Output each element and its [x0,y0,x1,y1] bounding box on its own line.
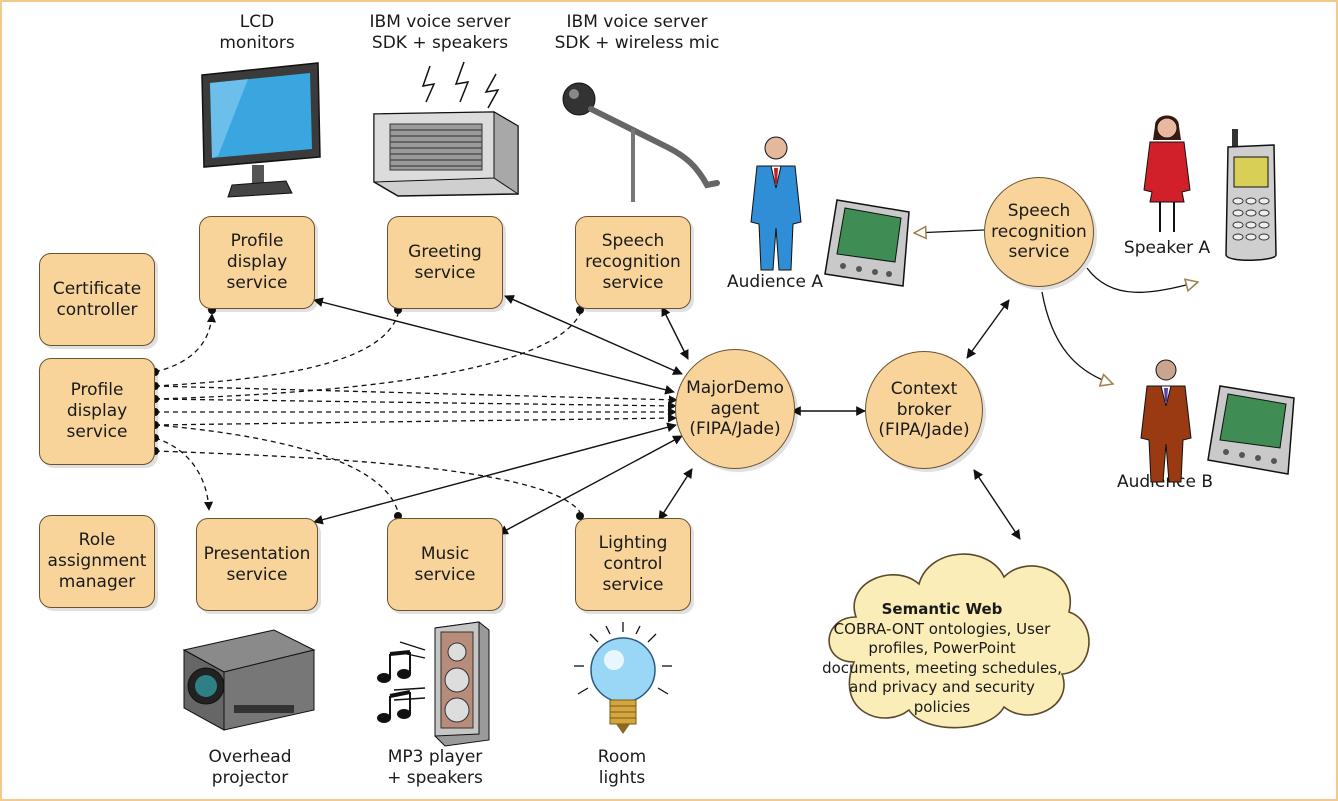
speaker-box-icon [373,61,519,197]
profile-display-service-top: Profile display service [199,216,315,309]
caption-mp3: MP3 player + speakers [387,747,483,789]
dash-to-greeting [154,313,399,387]
microphone-icon [562,82,720,202]
lcd-monitor-icon [201,62,321,198]
light-bulb-icon [574,622,672,734]
lighting-control-service: Lighting control service [575,518,691,611]
caption-speaker-a: Speaker A [1123,238,1211,258]
greeting-service: Greeting service [387,216,503,309]
link-speech-majordemo [661,306,689,360]
presentation-service: Presentation service [196,518,318,611]
dash-link-1 [154,385,678,405]
loudspeaker-icon [434,621,490,747]
context-broker: Context broker (FIPA/Jade) [865,351,983,469]
music-service: Music service [387,518,503,611]
caption-ibm-speakers: IBM voice server SDK + speakers [369,12,511,54]
caption-lcd-monitors: LCD monitors [219,12,295,54]
link-broker-speech [966,299,1010,359]
semantic-web-title: Semantic Web [881,600,1003,618]
projector-icon [182,629,316,731]
speech-recognition-service-right: Speech recognition service [984,177,1094,287]
dash-link-2 [154,398,677,411]
speech-to-audience-b [1041,291,1113,384]
majordemo-agent: MajorDemo agent (FIPA/Jade) [675,349,795,469]
dash-to-lighting [154,450,581,513]
dash-to-presentation [154,437,214,511]
semantic-web-label: Semantic Web COBRA-ONT ontologies, User … [822,600,1062,717]
pda-icon [824,199,910,287]
speech-recognition-service-left: Speech recognition service [575,216,691,309]
link-music-majordemo [498,435,683,535]
music-notes-icon [377,641,426,723]
certificate-controller: Certificate controller [39,253,155,346]
dash-to-profile-top [154,313,217,373]
caption-audience-a: Audience A [727,272,823,292]
person-icon [1140,359,1192,483]
cloud-icon [828,553,1090,729]
cell-phone-icon [1225,129,1277,261]
dash-to-music [154,424,399,513]
speech-to-speaker-a [1086,267,1198,293]
caption-ibm-mic: IBM voice server SDK + wireless mic [554,12,720,54]
person-icon [1143,115,1191,232]
speech-to-pda-a [914,230,985,233]
link-lighting-majordemo [658,468,693,521]
caption-projector: Overhead projector [208,747,292,789]
link-greeting-majordemo [504,295,683,375]
role-assignment-manager: Role assignment manager [39,515,155,608]
person-icon [750,136,802,271]
link-presentation-majordemo [313,422,677,525]
dash-link-4 [154,413,677,426]
caption-room-lights: Room lights [597,747,647,789]
profile-display-service-left: Profile display service [39,358,155,465]
pda-icon [1207,385,1295,475]
link-broker-semanticweb [973,469,1021,540]
semantic-web-body: COBRA-ONT ontologies, User profiles, Pow… [822,619,1062,716]
link-profile-top-majordemo [313,297,675,395]
dash-to-speech [154,313,581,400]
